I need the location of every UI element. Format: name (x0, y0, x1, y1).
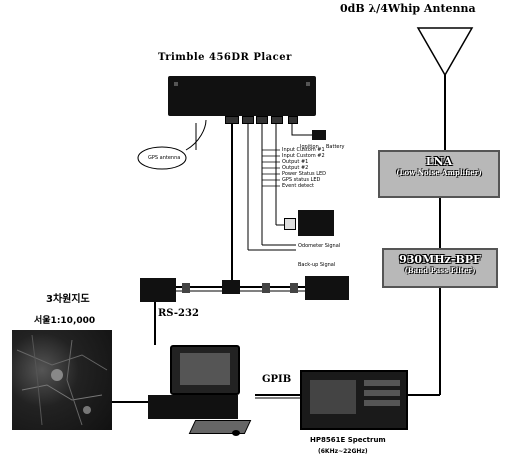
connector-icon (225, 116, 239, 124)
connector-icon (262, 283, 270, 293)
spectrum-label: HP8561E Spectrum (310, 436, 386, 444)
odometer-device (298, 210, 334, 236)
io-label: Power Status LED (282, 171, 327, 177)
rs232-label: RS-232 (158, 308, 199, 319)
connector-icon (271, 116, 283, 124)
analyzer-screen (310, 380, 356, 414)
connector-icon (256, 116, 268, 124)
antenna-icon (416, 27, 474, 77)
lna-box: LNA (Low Noise Amplifier) (378, 150, 500, 198)
switch-icon (284, 218, 296, 230)
analyzer-buttons (364, 400, 400, 406)
odometer-label: Odometer Signal (298, 243, 341, 249)
receiver-title: Trimble 456DR Placer (158, 52, 292, 63)
antenna-label: 0dB λ/4Whip Antenna (340, 2, 476, 15)
analyzer-buttons (364, 390, 400, 396)
computer-case (148, 395, 238, 419)
bpf-subtitle: (Band Pass Filter) (404, 266, 476, 275)
map-title: 3차원지도 (46, 294, 90, 305)
ignition-plug-icon (312, 130, 326, 140)
spectrum-analyzer (300, 370, 408, 430)
receiver-screw-icon (306, 82, 310, 86)
io-label: Input Custom #1 (282, 147, 325, 153)
serial-connector-center (222, 280, 240, 294)
lna-title: LNA (425, 155, 453, 168)
computer-monitor (170, 345, 240, 395)
io-label: Output #2 (282, 165, 309, 171)
gps-antenna-label: GPS antenna (148, 155, 181, 161)
bpf-title: 930MHz-BPF (399, 253, 481, 266)
receiver-screw-icon (174, 82, 178, 86)
gps-antenna-icon (137, 146, 187, 170)
lna-subtitle: (Low Noise Amplifier) (396, 168, 482, 177)
spectrum-range: (6KHz~22GHz) (318, 448, 368, 455)
connector-icon (182, 283, 190, 293)
mouse-icon (232, 430, 240, 436)
connector-icon (290, 283, 298, 293)
serial-adapter-left (140, 278, 176, 302)
connector-icon (242, 116, 254, 124)
map-scale: 서울1:10,000 (34, 316, 96, 326)
backup-label: Back-up Signal (298, 262, 336, 268)
gps-receiver-device (168, 76, 316, 116)
io-label: GPS status LED (282, 177, 321, 183)
3d-map-image (12, 330, 112, 430)
connector-icon (288, 116, 298, 124)
ignition-label: Ignition (300, 144, 319, 150)
io-label: Output #1 (282, 159, 309, 165)
io-label: Input Custom #2 (282, 153, 325, 159)
keyboard-icon (188, 420, 252, 434)
battery-label: Battery (326, 144, 345, 150)
bpf-box: 930MHz-BPF (Band Pass Filter) (382, 248, 498, 288)
gpib-label: GPIB (262, 374, 292, 385)
monitor-screen (180, 353, 230, 385)
analyzer-buttons (364, 380, 400, 386)
io-label: Event detect (282, 183, 314, 189)
serial-adapter-right (305, 276, 349, 300)
